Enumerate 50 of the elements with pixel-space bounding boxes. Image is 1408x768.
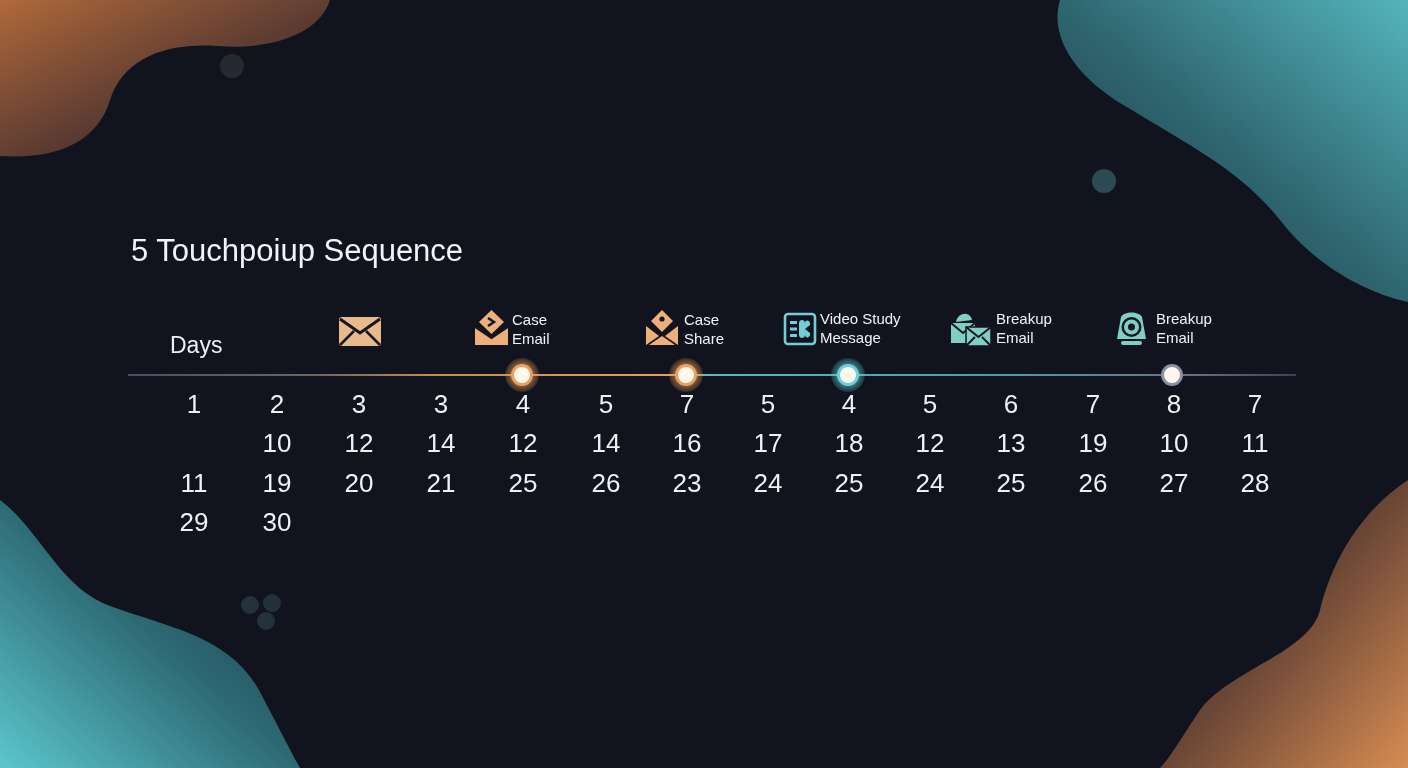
- day-number: 3: [351, 390, 367, 418]
- day-number: 12: [915, 429, 945, 457]
- touchpoint-label: Case Share: [684, 310, 726, 348]
- axis-label: Days: [170, 332, 223, 358]
- touchpoint-label: Video Study Message: [820, 309, 902, 347]
- day-number: 21: [426, 469, 456, 497]
- diagram-title: 5 Touchpoiup Sequence: [131, 233, 464, 269]
- day-number: 5: [922, 390, 938, 418]
- day-number: 24: [753, 469, 783, 497]
- day-number: 1: [186, 390, 202, 418]
- day-number: 5: [598, 390, 614, 418]
- day-number: 30: [262, 508, 292, 536]
- day-number: 7: [679, 390, 695, 418]
- day-number: 29: [179, 508, 209, 536]
- day-number: 4: [841, 390, 857, 418]
- day-number: 12: [344, 429, 374, 457]
- day-number: 13: [996, 429, 1026, 457]
- day-number: 7: [1085, 390, 1101, 418]
- day-number: 10: [1159, 429, 1189, 457]
- day-number: 5: [760, 390, 776, 418]
- day-number: 6: [1003, 390, 1019, 418]
- day-number: 27: [1159, 469, 1189, 497]
- day-number: 18: [834, 429, 864, 457]
- day-number: 7: [1247, 390, 1263, 418]
- day-number: 14: [591, 429, 621, 457]
- day-number: 11: [1241, 429, 1269, 457]
- day-number: 26: [1078, 469, 1108, 497]
- day-number: 19: [1078, 429, 1108, 457]
- day-number: 24: [915, 469, 945, 497]
- day-number: 10: [262, 429, 292, 457]
- day-number: 25: [996, 469, 1026, 497]
- day-number: 2: [269, 390, 285, 418]
- day-number: 25: [834, 469, 864, 497]
- day-number: 14: [426, 429, 456, 457]
- day-number: 28: [1240, 469, 1270, 497]
- touchpoint-label: Breakup Email: [1156, 309, 1213, 347]
- day-number: 8: [1166, 390, 1182, 418]
- day-number: 17: [753, 429, 783, 457]
- day-number: 25: [508, 469, 538, 497]
- day-number: 19: [262, 469, 292, 497]
- day-number: 23: [672, 469, 702, 497]
- day-number: 4: [515, 390, 531, 418]
- day-number: 26: [591, 469, 621, 497]
- day-number: 3: [433, 390, 449, 418]
- day-number: 16: [672, 429, 702, 457]
- touchpoint-label: Breakup Email: [996, 309, 1053, 347]
- day-number: 11: [180, 469, 208, 497]
- day-number: 12: [508, 429, 538, 457]
- day-number: 20: [344, 469, 374, 497]
- touchpoint-label: Case Email: [512, 310, 551, 348]
